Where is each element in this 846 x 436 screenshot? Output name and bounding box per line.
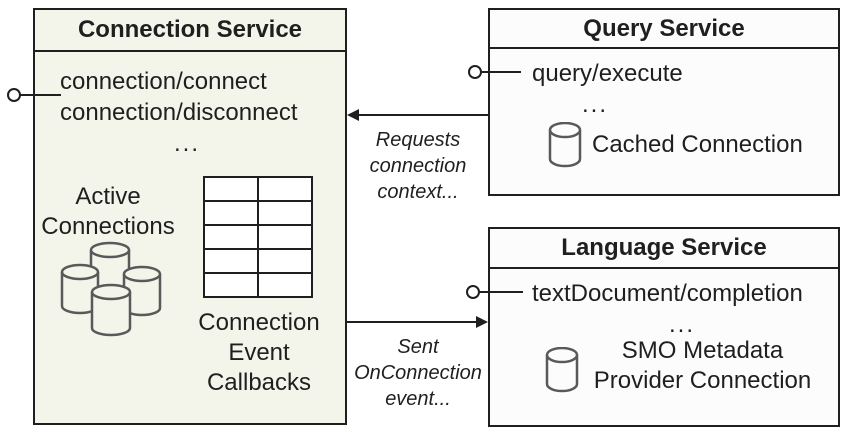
database-icon	[548, 122, 582, 168]
language-service-methods: textDocument/completion ...	[532, 278, 832, 340]
method-connection-disconnect: connection/disconnect	[60, 99, 298, 126]
smo-metadata-provider-connection-label: SMO Metadata Provider Connection	[593, 337, 812, 394]
requests-arrowhead-icon	[347, 109, 359, 121]
grid-cell	[205, 250, 257, 272]
sent-arrowhead-icon	[476, 316, 488, 328]
methods-ellipsis: ...	[173, 130, 200, 157]
callback-table-grid	[203, 176, 313, 298]
query-service-box: Query Service	[488, 8, 840, 196]
requests-arrow-line	[350, 114, 488, 116]
methods-ellipsis: ...	[668, 311, 695, 338]
query-service-title: Query Service	[490, 10, 838, 49]
grid-cell	[259, 226, 311, 248]
grid-cell	[205, 274, 257, 296]
method-connection-connect: connection/connect	[60, 68, 267, 95]
connection-interface-line	[19, 94, 61, 96]
grid-cell	[205, 226, 257, 248]
query-interface-line	[480, 71, 521, 73]
grid-cell	[259, 178, 311, 200]
cached-connection-label: Cached Connection	[592, 131, 803, 158]
connection-service-title: Connection Service	[35, 10, 345, 52]
connection-service-methods: connection/connect connection/disconnect…	[60, 66, 314, 159]
query-service-methods: query/execute ...	[532, 58, 683, 120]
methods-ellipsis: ...	[581, 91, 608, 118]
sent-onconnection-event-label: Sent OnConnection event...	[354, 336, 482, 410]
requests-connection-context-label: Requests connection context...	[369, 129, 467, 203]
connection-interface-lollipop-icon	[7, 88, 21, 102]
connection-event-callbacks-label: Connection Event Callbacks	[198, 309, 320, 396]
database-cluster-icon	[60, 241, 162, 337]
grid-cell	[259, 202, 311, 224]
language-interface-lollipop-icon	[466, 285, 480, 299]
language-service-title: Language Service	[490, 229, 838, 269]
active-connections-label: Active Connections	[41, 183, 175, 240]
grid-cell	[259, 274, 311, 296]
database-icon	[545, 347, 579, 393]
grid-cell	[205, 178, 257, 200]
language-interface-line	[478, 291, 523, 293]
method-textdocument-completion: textDocument/completion	[532, 280, 803, 307]
grid-cell	[259, 250, 311, 272]
grid-cell	[205, 202, 257, 224]
method-query-execute: query/execute	[532, 60, 683, 87]
language-service-box: Language Service	[488, 227, 840, 427]
sent-arrow-line	[347, 321, 479, 323]
query-interface-lollipop-icon	[468, 65, 482, 79]
